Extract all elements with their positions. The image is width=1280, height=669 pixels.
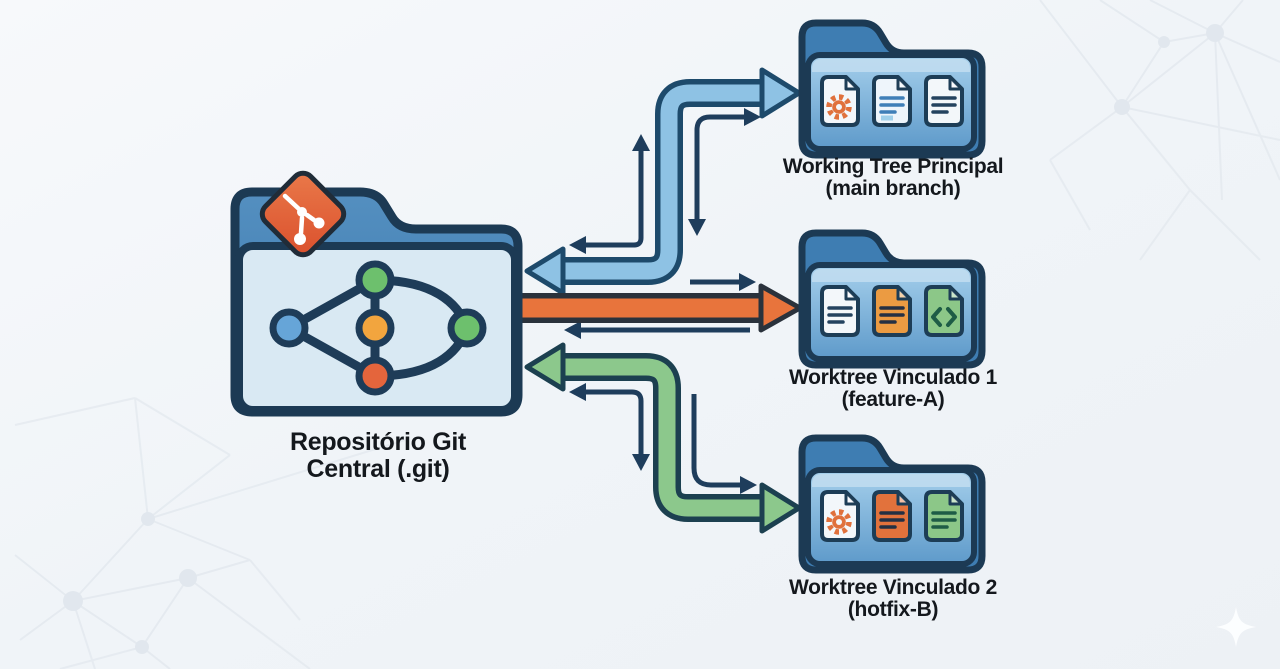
worktree-vinculado-2-label-line2: (hotfix-B) (847, 598, 939, 621)
worktree-vinculado-1-label-line1: Worktree Vinculado 1 (789, 366, 997, 389)
sync-arrow-blue (524, 67, 802, 296)
folder-front-highlight (812, 269, 970, 282)
code-doc-icon (924, 285, 964, 337)
worktree-folder-principal (798, 19, 986, 159)
central-repo-label-line1: Repositório Git (289, 428, 467, 456)
flow-arrow-down-right-bottom (691, 394, 757, 494)
commit-graph-icon (269, 260, 487, 396)
commit-node-orange (355, 308, 395, 348)
flow-arrow-right-down-top (688, 108, 761, 236)
worktree-principal-label-line1: Working Tree Principal (782, 155, 1004, 178)
folder-front-highlight (812, 59, 970, 72)
gear-doc-icon (820, 75, 860, 127)
text-doc-icon (924, 490, 964, 542)
worktree-folder-vinculado-2 (798, 434, 986, 574)
worktree-vinculado-2-label: Worktree Vinculado 2 (hotfix-B) (763, 577, 1023, 621)
central-repo-label-line2: Central (.git) (306, 455, 450, 483)
commit-node-green-right (447, 308, 487, 348)
text-doc-icon (820, 285, 860, 337)
gear-doc-icon (820, 490, 860, 542)
central-repo-label: Repositório Git Central (.git) (208, 429, 548, 483)
flow-arrow-left-middle (564, 321, 750, 339)
flow-arrow-right-middle (690, 273, 756, 291)
commit-node-red (355, 356, 395, 396)
text-doc-icon (872, 285, 912, 337)
folder-front-highlight (812, 474, 970, 487)
flow-arrow-up-left (569, 134, 650, 254)
flow-arrow-left-down-bottom (569, 383, 650, 471)
commit-node-green-top (355, 260, 395, 300)
sync-arrow-green (524, 342, 802, 534)
text-doc-icon (872, 75, 912, 127)
central-repo-folder (230, 170, 523, 417)
worktree-vinculado-2-label-line1: Worktree Vinculado 2 (789, 576, 997, 599)
sparkle-icon (1216, 607, 1256, 647)
commit-node-blue (269, 308, 309, 348)
worktree-vinculado-1-label-line2: (feature-A) (841, 388, 945, 411)
network-graph-top-right (1039, 0, 1280, 261)
worktree-folder-vinculado-1 (798, 229, 986, 369)
network-graph-bottom-left (14, 397, 406, 669)
worktree-principal-label-line2: (main branch) (825, 177, 961, 200)
text-doc-icon (872, 490, 912, 542)
worktree-vinculado-1-label: Worktree Vinculado 1 (feature-A) (763, 367, 1023, 411)
worktree-principal-label: Working Tree Principal (main branch) (763, 156, 1023, 200)
git-logo-icon (259, 170, 347, 258)
text-doc-icon (924, 75, 964, 127)
sync-arrow-orange (520, 283, 803, 333)
